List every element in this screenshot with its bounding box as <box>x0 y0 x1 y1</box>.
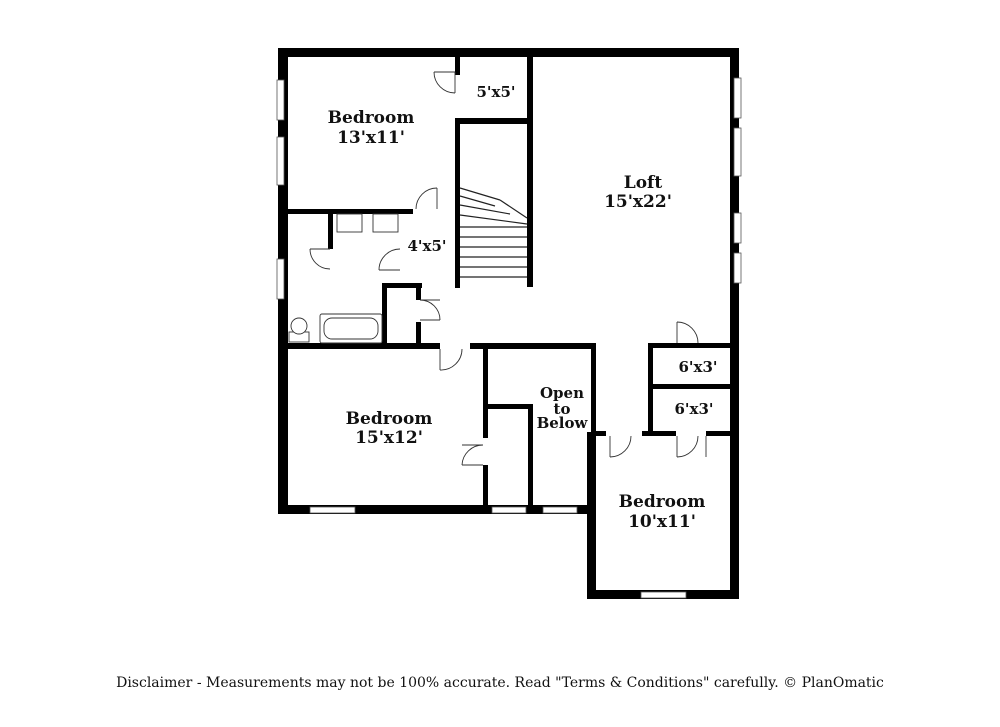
floor-plan: Bedroom 13'x11' 5'x5' Loft 15'x22' 4'x5'… <box>276 48 742 599</box>
bedroom-se-name: Bedroom <box>619 492 706 512</box>
bedroom-nw-name: Bedroom <box>328 108 415 128</box>
bedroom-se-size: 10'x11' <box>628 512 696 532</box>
bedroom-nw-size: 13'x11' <box>337 128 405 148</box>
loft-size: 15'x22' <box>604 192 672 212</box>
sink-left-icon <box>336 213 363 233</box>
bedroom-sw-size: 15'x12' <box>355 428 423 448</box>
loft-name: Loft <box>624 173 663 193</box>
windows <box>276 77 742 599</box>
open-to-below-line3: Below <box>537 414 589 432</box>
closet-5x5-size: 5'x5' <box>476 83 515 101</box>
bedroom-sw-name: Bedroom <box>346 409 433 429</box>
disclaimer-text: Disclaimer - Measurements may not be 100… <box>116 675 884 691</box>
room-labels: Bedroom 13'x11' 5'x5' Loft 15'x22' 4'x5'… <box>328 83 718 532</box>
open-to-below-line2: to <box>554 400 571 418</box>
bath-size: 4'x5' <box>407 237 446 255</box>
closet-6x3-upper-size: 6'x3' <box>678 358 717 376</box>
sink-right-icon <box>372 213 399 233</box>
staircase <box>459 187 528 278</box>
closet-6x3-lower-size: 6'x3' <box>674 400 713 418</box>
bath-fixtures <box>288 213 399 344</box>
toilet-bowl-icon <box>290 317 308 335</box>
doors <box>309 71 707 466</box>
open-to-below-line1: Open <box>540 384 584 402</box>
